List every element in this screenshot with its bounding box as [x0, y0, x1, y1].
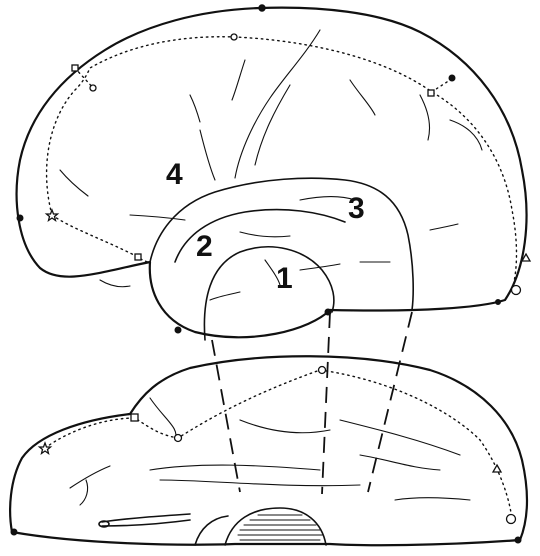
landmark-marker: [496, 300, 501, 305]
landmark-marker: [175, 327, 181, 333]
region-label-4: 4: [166, 160, 183, 190]
landmark-marker: [131, 414, 138, 421]
landmark-marker: [507, 515, 516, 524]
landmark-marker: [17, 215, 23, 221]
landmark-marker: [231, 34, 237, 40]
landmark-marker: [428, 90, 434, 96]
landmark-marker: [449, 75, 455, 81]
landmark-marker: [72, 65, 78, 71]
landmark-marker: [512, 286, 521, 295]
landmark-marker: [325, 309, 331, 315]
lower-brain-view: [10, 356, 527, 545]
landmark-marker: [175, 435, 182, 442]
upper-sulcus: [100, 280, 130, 287]
landmark-marker: [319, 367, 326, 374]
landmark-marker: [515, 537, 521, 543]
region-label-3: 3: [348, 194, 365, 224]
landmark-marker: [259, 5, 265, 11]
landmark-marker: [11, 529, 17, 535]
landmark-marker: [135, 254, 141, 260]
region-label-2: 2: [196, 232, 213, 262]
landmark-marker: [90, 85, 96, 91]
region-label-1: 1: [276, 264, 293, 294]
upper-brain-outline: [17, 8, 527, 338]
